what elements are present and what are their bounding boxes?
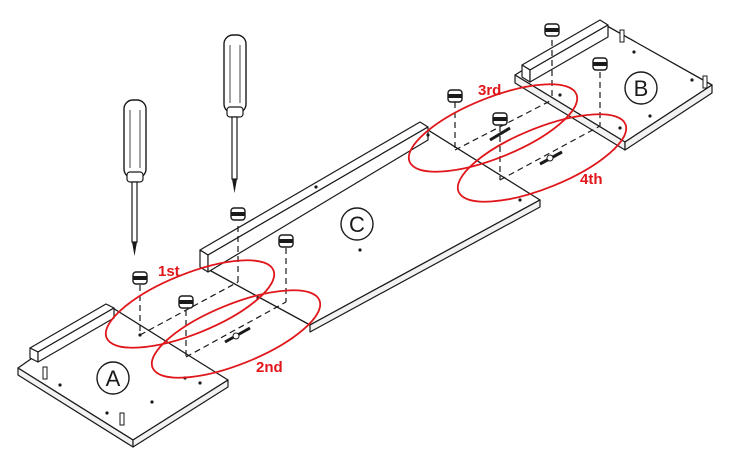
dowel-pin: [119, 412, 125, 426]
step-2-highlight: [150, 289, 322, 379]
cam-bolt: [224, 326, 251, 344]
cam-lock: [592, 57, 608, 71]
step-3-highlight: [407, 83, 579, 173]
panel-a-badge: [96, 361, 130, 395]
step-1-label: 1st: [158, 263, 180, 280]
screwdriver-icon: [223, 34, 247, 193]
step-3-label: 3rd: [478, 82, 501, 99]
dowel-pin: [619, 29, 625, 43]
cam-lock: [178, 295, 194, 309]
cam-lock: [492, 112, 508, 126]
step-1-highlight: [104, 259, 276, 349]
dowel-pin: [702, 75, 708, 89]
step-2-label: 2nd: [256, 359, 283, 376]
panel-c-label: C: [349, 212, 365, 237]
step-4-highlight: [456, 113, 628, 203]
cam-lock: [447, 89, 463, 103]
panel-b-label: B: [634, 76, 649, 101]
cam-lock: [230, 207, 246, 221]
cam-bolt: [539, 150, 563, 166]
cam-lock: [544, 23, 560, 37]
cam-lock: [278, 234, 294, 248]
dowel-pin: [42, 366, 48, 380]
screwdriver-icon: [123, 99, 147, 256]
panel-a-label: A: [106, 366, 121, 391]
panel-b-badge: [624, 71, 658, 105]
step-4-label: 4th: [580, 171, 603, 188]
panel-a: A: [17, 303, 229, 448]
panel-c: C: [199, 121, 541, 333]
cam-lock: [132, 271, 148, 285]
panel-c-badge: [340, 207, 374, 241]
panel-b: B: [514, 19, 713, 151]
cam-bolt: [489, 126, 511, 142]
